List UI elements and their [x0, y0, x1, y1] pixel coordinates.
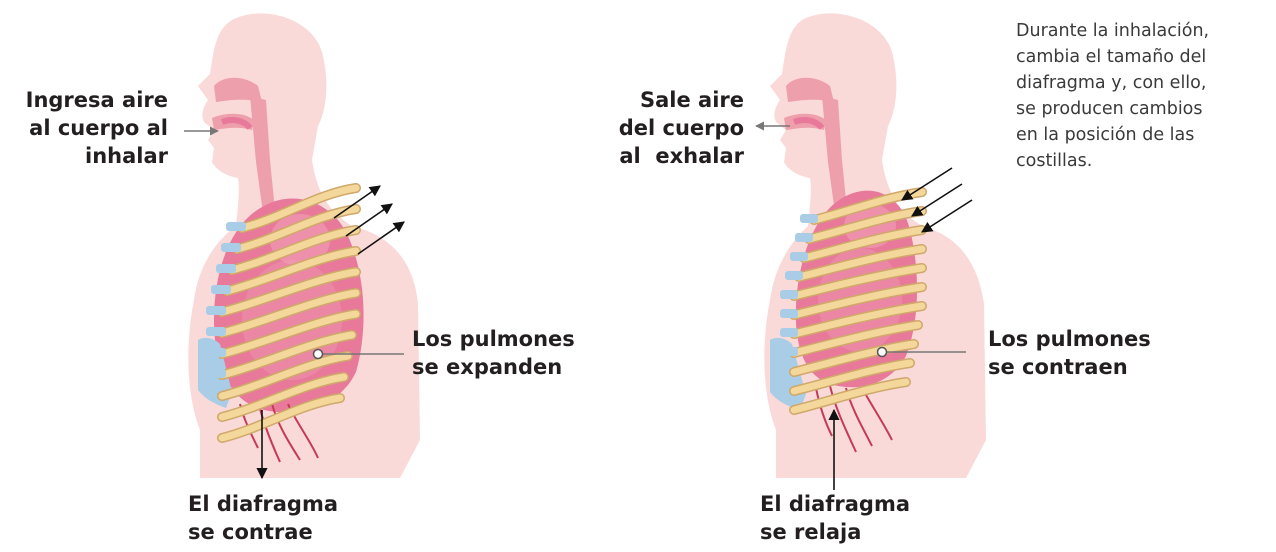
air-in-label: Ingresa aire al cuerpo al inhalar	[26, 86, 168, 170]
rib-cartilage	[206, 327, 226, 336]
lungs-expand-label: Los pulmones se expanden	[412, 325, 575, 381]
lungs-contract-label: Los pulmones se contraen	[988, 325, 1151, 381]
rib-cartilage	[221, 243, 241, 252]
diaphragm-contract-label: El diafragma se contrae	[188, 490, 338, 546]
rib-cartilage	[206, 348, 226, 357]
rib-cartilage	[790, 252, 808, 261]
rib-cartilage	[795, 233, 813, 242]
rib-cartilage	[226, 222, 246, 231]
rib-cartilage	[780, 328, 798, 337]
rib-cartilage	[780, 347, 798, 356]
exhalation-figure	[764, 13, 986, 478]
rib-cartilage	[216, 264, 236, 273]
rib-cartilage	[800, 214, 818, 223]
diaphragm-relax-label: El diafragma se relaja	[760, 490, 910, 546]
lungs-pointer-dot-left	[314, 350, 323, 359]
rib-cartilage	[206, 369, 226, 378]
rib-cartilage	[211, 285, 231, 294]
air-out-label: Sale aire del cuerpo al exhalar	[619, 86, 744, 170]
explanation-note: Durante la inhalación, cambia el tamaño …	[1016, 18, 1209, 174]
rib-cartilage	[780, 290, 798, 299]
inhalation-figure	[188, 13, 420, 478]
rib-cartilage	[785, 271, 803, 280]
rib-cartilage	[780, 309, 798, 318]
lungs-pointer-dot-right	[878, 348, 887, 357]
rib-cartilage	[206, 306, 226, 315]
